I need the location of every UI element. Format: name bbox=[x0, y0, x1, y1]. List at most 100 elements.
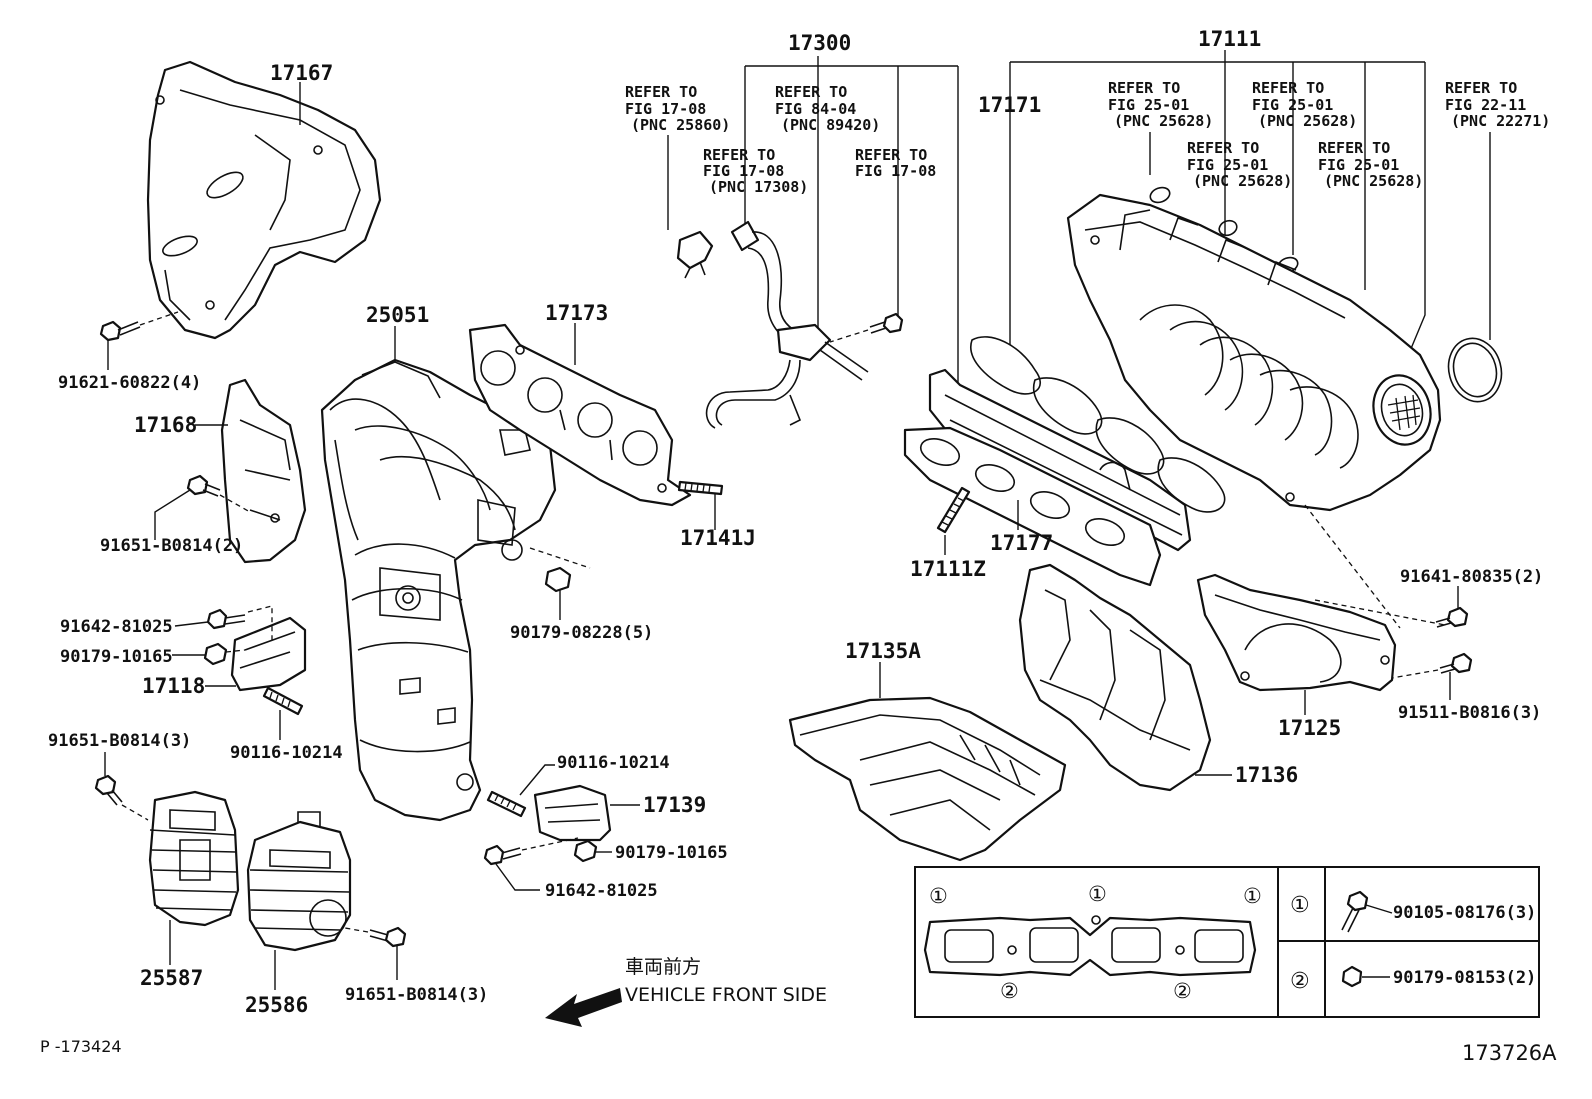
bolt-hose bbox=[869, 312, 904, 334]
label-91621: 91621-60822(4) bbox=[58, 373, 201, 393]
label-91642-a: 91642-81025 bbox=[60, 617, 173, 637]
hose-assembly bbox=[676, 220, 869, 429]
bolt-91511 bbox=[1439, 652, 1473, 674]
ref1-line2: FIG 17-08 bbox=[625, 100, 706, 118]
ref3-line1: REFER TO bbox=[775, 83, 847, 101]
label-91651-a: 91651-B0814(2) bbox=[100, 536, 243, 556]
ref7-line2: FIG 25-01 bbox=[1252, 96, 1333, 114]
label-90116-a: 90116-10214 bbox=[230, 743, 343, 763]
ref2-line1: REFER TO bbox=[703, 146, 775, 164]
legend-nut-icon bbox=[1341, 965, 1363, 988]
ref8-line3: (PNC 25628) bbox=[1324, 172, 1423, 190]
label-25586: 25586 bbox=[245, 993, 308, 1017]
ref6-line1: REFER TO bbox=[1187, 139, 1259, 157]
ref5-line3: (PNC 25628) bbox=[1114, 112, 1213, 130]
legend-bolt-icon bbox=[1341, 890, 1369, 933]
label-17111: 17111 bbox=[1198, 27, 1261, 51]
insulator-25586 bbox=[246, 811, 352, 952]
label-90179-c: 90179-10165 bbox=[615, 843, 728, 863]
ref-group-9: REFER TO FIG 22-11 (PNC 22271) bbox=[1445, 79, 1550, 130]
bolt-91621 bbox=[99, 320, 141, 342]
label-17111Z: 17111Z bbox=[910, 557, 986, 581]
ref4-line1: REFER TO bbox=[855, 146, 927, 164]
tree-17300 bbox=[667, 56, 959, 390]
ref8-line1: REFER TO bbox=[1318, 139, 1390, 157]
legend-mark-1c: ① bbox=[1243, 884, 1262, 908]
insulator-17168 bbox=[220, 378, 307, 564]
stud-90116-a bbox=[262, 686, 304, 716]
label-91642-b: 91642-81025 bbox=[545, 881, 658, 901]
label-17135A: 17135A bbox=[845, 639, 921, 663]
ref9-line3: (PNC 22271) bbox=[1451, 112, 1550, 130]
ref3-line2: FIG 84-04 bbox=[775, 100, 856, 118]
nut-90179-b bbox=[544, 566, 572, 593]
legend-table bbox=[914, 866, 1540, 1018]
label-90116-b: 90116-10214 bbox=[557, 753, 670, 773]
intake-manifold-17111 bbox=[1066, 193, 1442, 512]
legend-key-2: ② bbox=[1290, 969, 1310, 994]
ref5-line1: REFER TO bbox=[1108, 79, 1180, 97]
stud-17141J bbox=[677, 480, 724, 496]
legend-mark-1a: ① bbox=[929, 884, 948, 908]
legend-key-1: ① bbox=[1290, 893, 1310, 918]
legend-mark-1b: ① bbox=[1088, 882, 1107, 906]
front-label-en: VEHICLE FRONT SIDE bbox=[625, 984, 827, 1006]
ref5-line2: FIG 25-01 bbox=[1108, 96, 1189, 114]
ref8-line2: FIG 25-01 bbox=[1318, 156, 1399, 174]
stud-17111Z bbox=[936, 486, 971, 534]
bracket-17118 bbox=[230, 616, 307, 692]
label-91651-c: 91651-B0814(3) bbox=[345, 985, 488, 1005]
ref2-line3: (PNC 17308) bbox=[709, 178, 808, 196]
ref1-line1: REFER TO bbox=[625, 83, 697, 101]
ref4-line2: FIG 17-08 bbox=[855, 162, 936, 180]
ref-group-8: REFER TO FIG 25-01 (PNC 25628) bbox=[1318, 139, 1423, 190]
label-17167: 17167 bbox=[270, 61, 333, 85]
ref7-line1: REFER TO bbox=[1252, 79, 1324, 97]
ref-group-7: REFER TO FIG 25-01 (PNC 25628) bbox=[1252, 79, 1357, 130]
gasket-17177 bbox=[903, 368, 1192, 587]
page-ref: P -173424 bbox=[40, 1037, 122, 1056]
ref6-line3: (PNC 25628) bbox=[1193, 172, 1292, 190]
tree-17111 bbox=[1009, 50, 1426, 376]
label-91511: 91511-B0816(3) bbox=[1398, 703, 1541, 723]
front-arrow-icon bbox=[545, 988, 622, 1027]
insulator-17135A bbox=[788, 696, 1067, 862]
label-17118: 17118 bbox=[142, 674, 205, 698]
label-17173: 17173 bbox=[545, 301, 608, 325]
ref6-line2: FIG 25-01 bbox=[1187, 156, 1268, 174]
stud-90116-b bbox=[486, 790, 527, 818]
gasket-17173 bbox=[468, 323, 692, 507]
label-91651-b: 91651-B0814(3) bbox=[48, 731, 191, 751]
label-17300: 17300 bbox=[788, 31, 851, 55]
legend-item1-part: 90105-08176(3) bbox=[1393, 903, 1536, 923]
label-17125: 17125 bbox=[1278, 716, 1341, 740]
legend-mark-2b: ② bbox=[1173, 979, 1192, 1003]
insulator-17136 bbox=[1018, 563, 1212, 792]
label-17168: 17168 bbox=[134, 413, 197, 437]
label-17177: 17177 bbox=[990, 531, 1053, 555]
bolt-91641 bbox=[1435, 606, 1469, 628]
ref-group-1: REFER TO FIG 17-08 (PNC 25860) bbox=[625, 83, 730, 134]
bracket-17139 bbox=[533, 784, 612, 842]
ref9-line1: REFER TO bbox=[1445, 79, 1517, 97]
figure-id: 173726A bbox=[1462, 1041, 1557, 1065]
ref2-line2: FIG 17-08 bbox=[703, 162, 784, 180]
label-25587: 25587 bbox=[140, 966, 203, 990]
legend-mark-2a: ② bbox=[1000, 979, 1019, 1003]
label-17139: 17139 bbox=[643, 793, 706, 817]
front-label-jp: 車両前方 bbox=[625, 956, 701, 978]
ref-group-4: REFER TO FIG 17-08 bbox=[855, 146, 936, 180]
nut-90179-c bbox=[573, 839, 598, 863]
bracket-17125 bbox=[1196, 573, 1397, 692]
bolt-91642-b bbox=[483, 844, 522, 866]
label-17136: 17136 bbox=[1235, 763, 1298, 787]
label-90179-b: 90179-08228(5) bbox=[510, 623, 653, 643]
ref-group-5: REFER TO FIG 25-01 (PNC 25628) bbox=[1108, 79, 1213, 130]
ref-group-3: REFER TO FIG 84-04 (PNC 89420) bbox=[775, 83, 880, 134]
legend-item2-part: 90179-08153(2) bbox=[1393, 968, 1536, 988]
ref9-line2: FIG 22-11 bbox=[1445, 96, 1526, 114]
label-25051: 25051 bbox=[366, 303, 429, 327]
ref1-line3: (PNC 25860) bbox=[631, 116, 730, 134]
